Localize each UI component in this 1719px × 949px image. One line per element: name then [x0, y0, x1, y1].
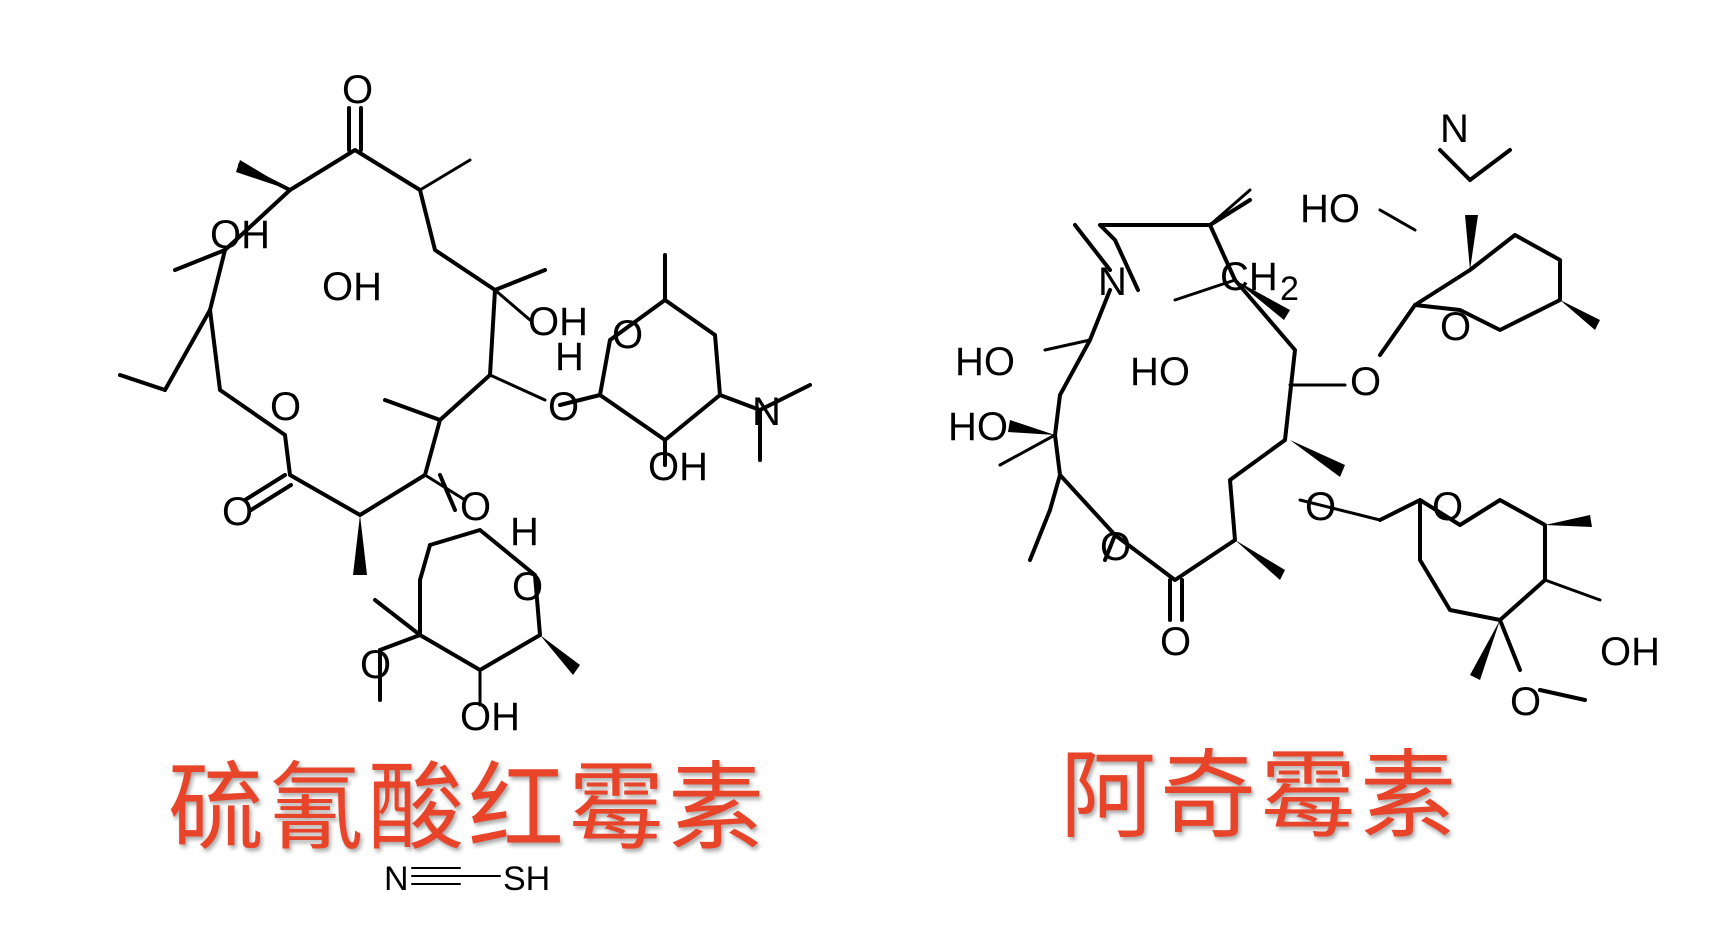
- azithromycin-structure: N N HO O O CH 2 HO HO HO O O O O OH O: [948, 107, 1660, 724]
- atom-label: 2: [1280, 270, 1299, 308]
- atom-label: O: [222, 490, 253, 534]
- atom-label: OH: [528, 300, 588, 344]
- atom-label: O: [1510, 680, 1541, 724]
- atom-label: O: [612, 313, 643, 357]
- atom-label: H: [555, 335, 584, 379]
- azithromycin-title: 阿奇霉素: [1060, 740, 1460, 852]
- atom-label: O: [1100, 525, 1131, 569]
- atom-label: O: [1350, 360, 1381, 404]
- erythromycin-structure: O OH OH OH O O H O N OH O O H O O OH: [118, 68, 812, 739]
- atom-label: CH: [1220, 255, 1278, 299]
- atom-label: O: [360, 643, 391, 687]
- atom-label: OH: [460, 695, 520, 739]
- atom-label: O: [512, 565, 543, 609]
- erythromycin-thiocyanate-title: 硫氰酸红霉素: [168, 752, 768, 864]
- atom-label: N: [752, 390, 781, 434]
- atom-label: OH: [1600, 630, 1660, 674]
- atom-label: OH: [210, 213, 270, 257]
- atom-label: H: [510, 510, 539, 554]
- atom-label: HO: [955, 340, 1015, 384]
- atom-label: O: [460, 485, 491, 529]
- atom-label: HO: [948, 405, 1008, 449]
- atom-label: N: [384, 860, 409, 898]
- atom-label: O: [1432, 485, 1463, 529]
- atom-label: OH: [322, 265, 382, 309]
- atom-label: HO: [1130, 350, 1190, 394]
- atom-label: O: [270, 385, 301, 429]
- atom-label: N: [1098, 260, 1127, 304]
- atom-label: O: [548, 385, 579, 429]
- atom-label: O: [1160, 620, 1191, 664]
- atom-label: O: [1440, 305, 1471, 349]
- thiocyanate-counter-ion: N SH: [384, 860, 550, 898]
- atom-label: SH: [503, 860, 550, 898]
- atom-label: O: [1305, 485, 1336, 529]
- atom-label: N: [1440, 107, 1469, 151]
- atom-label: OH: [648, 445, 708, 489]
- atom-label: HO: [1300, 187, 1360, 231]
- atom-label: O: [342, 68, 373, 112]
